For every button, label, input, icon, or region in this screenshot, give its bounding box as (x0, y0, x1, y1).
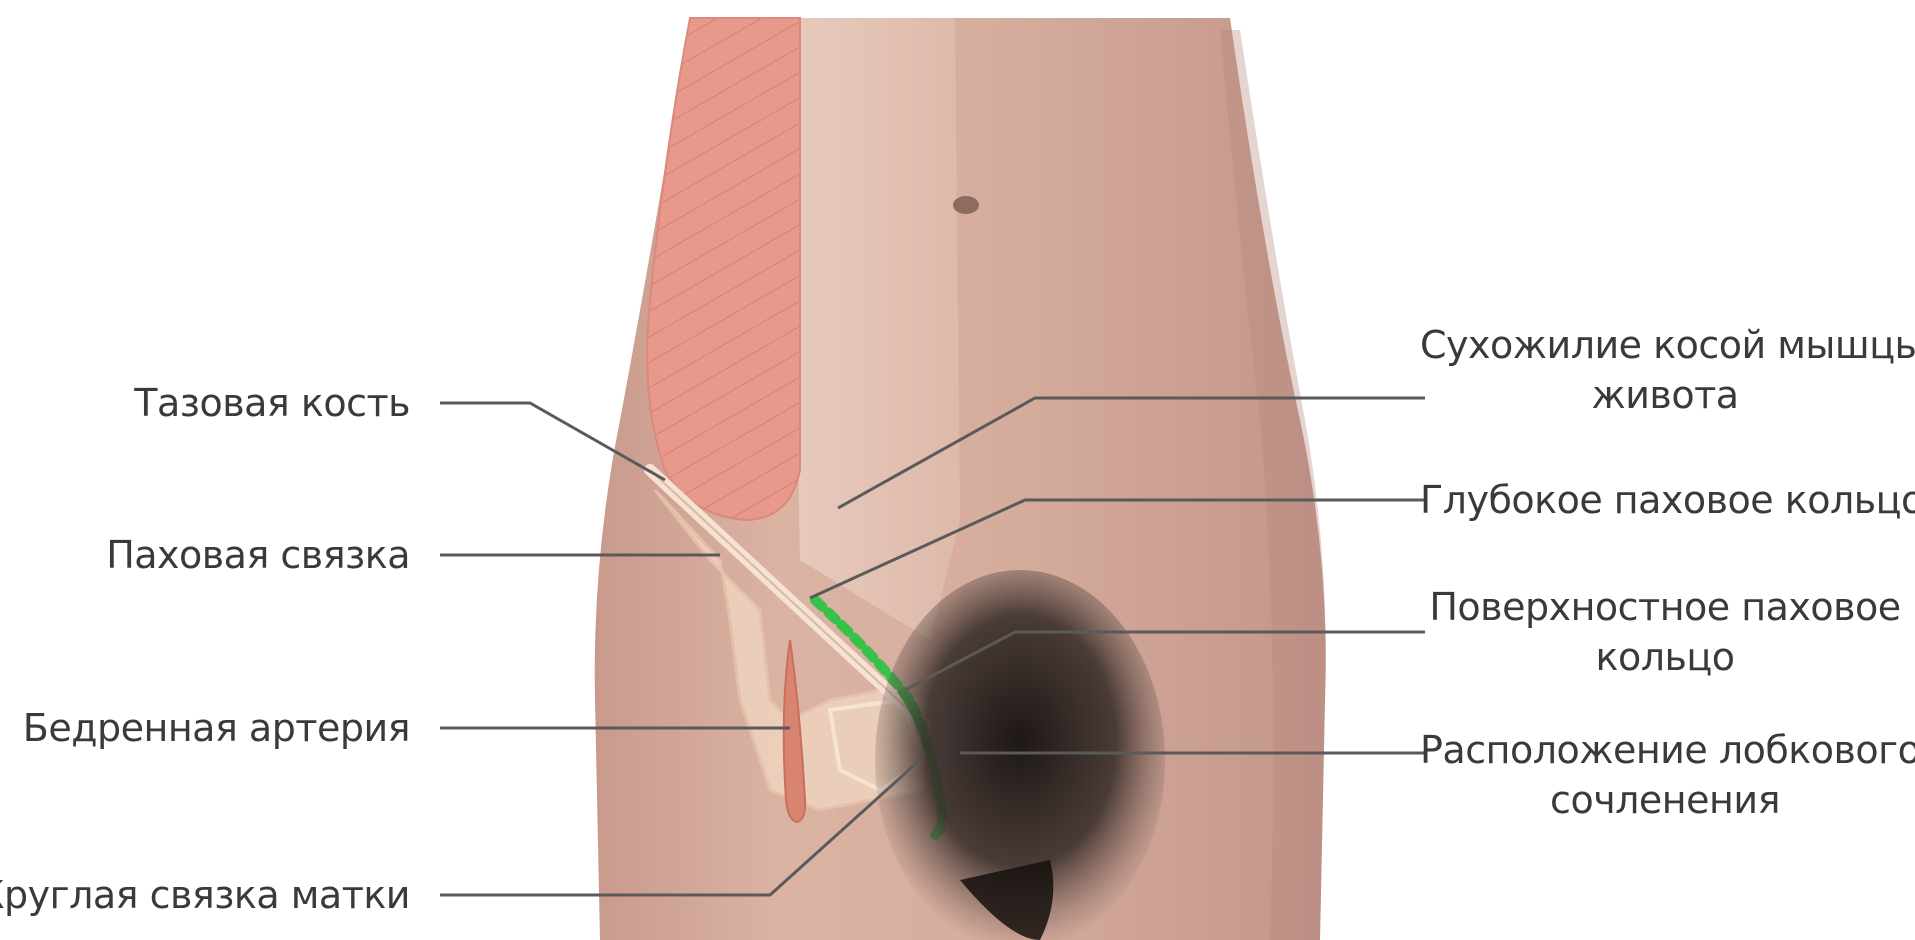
label-deep-ring: Глубокое паховое кольцо (1420, 475, 1910, 525)
label-inguinal-ligament: Паховая связка (106, 530, 410, 580)
navel (953, 196, 979, 214)
label-symphysis-line1: Расположение лобкового (1420, 725, 1910, 775)
label-femoral-artery: Бедренная артерия (23, 703, 410, 753)
label-symphysis: Расположение лобкового сочленения (1420, 725, 1910, 825)
label-pelvic-bone: Тазовая кость (134, 378, 410, 428)
label-oblique-tendon: Сухожилие косой мышцы живота (1420, 320, 1910, 420)
label-round-ligament: Круглая связка матки (0, 870, 410, 920)
label-superficial-ring-line2: кольцо (1420, 632, 1910, 682)
oblique-muscle (647, 18, 800, 520)
label-oblique-tendon-line1: Сухожилие косой мышцы (1420, 320, 1910, 370)
label-symphysis-line2: сочленения (1420, 775, 1910, 825)
pale-abdomen-region (790, 18, 960, 640)
label-superficial-ring: Поверхностное паховое кольцо (1420, 582, 1910, 682)
label-oblique-tendon-line2: живота (1420, 370, 1910, 420)
label-superficial-ring-line1: Поверхностное паховое (1420, 582, 1910, 632)
